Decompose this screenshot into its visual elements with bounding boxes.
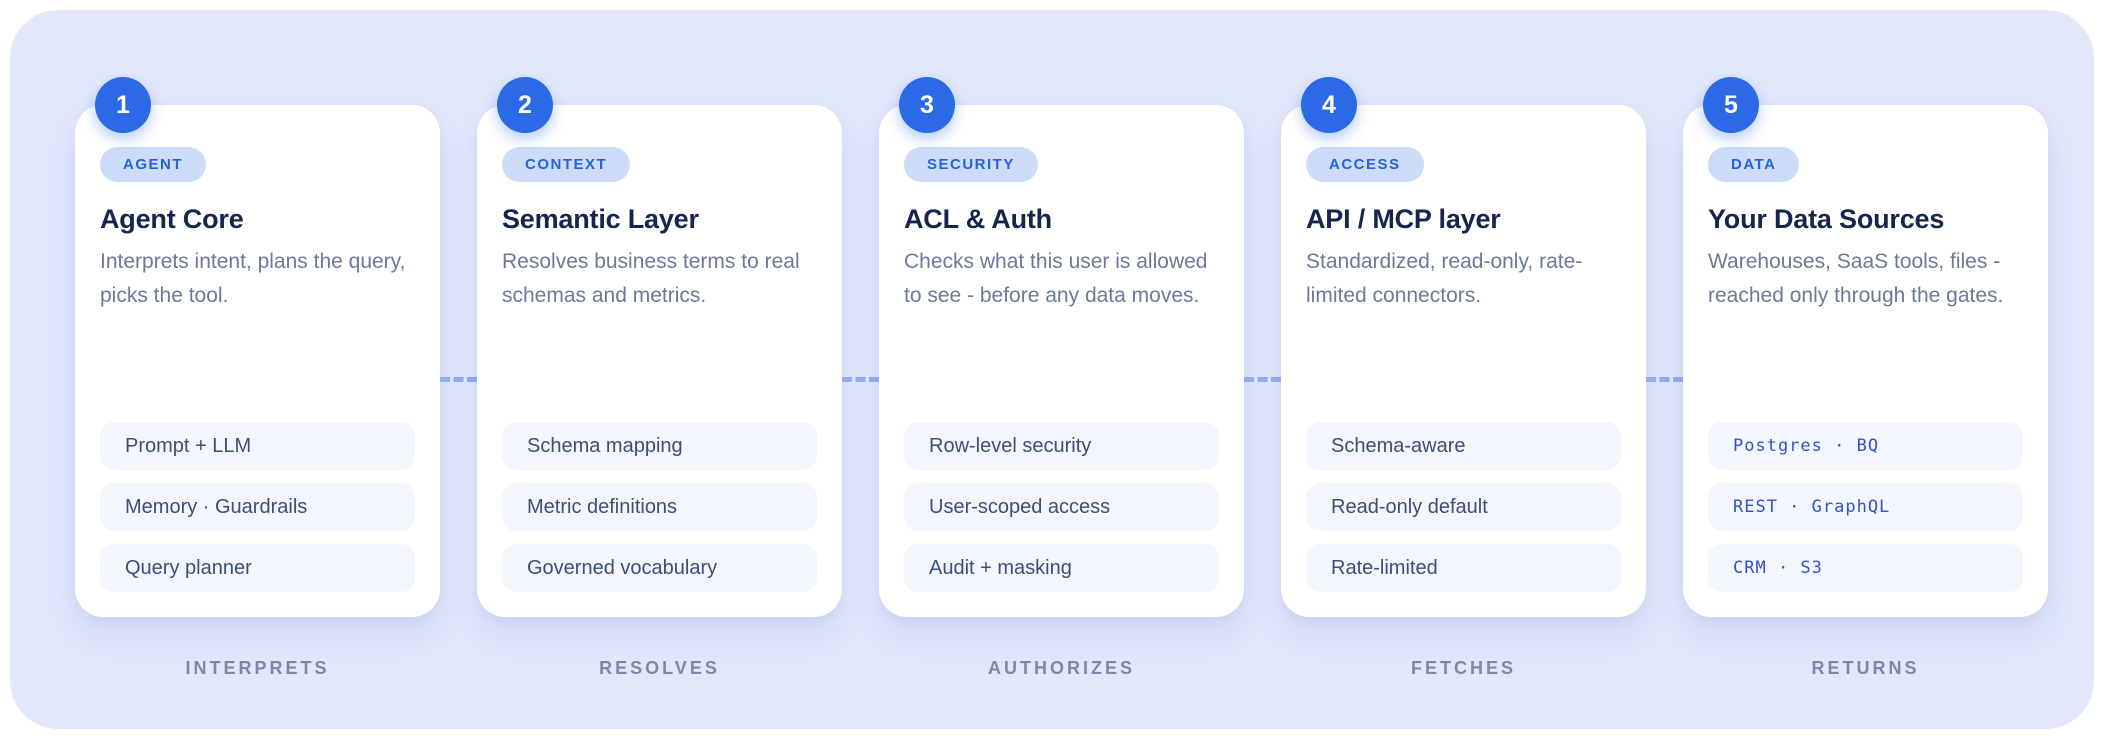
step-feature-list: Schema-aware Read-only default Rate-limi… bbox=[1306, 422, 1621, 592]
step-number: 3 bbox=[920, 90, 934, 119]
feature-chip: Rate-limited bbox=[1306, 544, 1621, 592]
step-category-pill: AGENT bbox=[100, 147, 206, 182]
step-title: Semantic Layer bbox=[502, 204, 699, 234]
step-description: Resolves business terms to real schemas … bbox=[502, 250, 800, 307]
step-number: 1 bbox=[116, 90, 130, 119]
step-number-badge: 4 bbox=[1301, 77, 1357, 133]
step-category-label: AGENT bbox=[123, 156, 183, 173]
feature-chip: Metric definitions bbox=[502, 483, 817, 531]
feature-chip: Governed vocabulary bbox=[502, 544, 817, 592]
flow-step: 1 AGENT Agent Core Interprets intent, pl… bbox=[75, 77, 477, 679]
step-category-label: DATA bbox=[1731, 156, 1777, 173]
feature-chip: Prompt + LLM bbox=[100, 422, 415, 470]
step-description: Checks what this user is allowed to see … bbox=[904, 250, 1208, 307]
step-action-label: FETCHES bbox=[1410, 658, 1516, 678]
feature-chip: CRM · S3 bbox=[1708, 544, 2023, 592]
step-action-label: AUTHORIZES bbox=[988, 658, 1135, 678]
step-card: 4 ACCESS API / MCP layer Standardized, r… bbox=[1281, 77, 1683, 617]
step-title: API / MCP layer bbox=[1306, 204, 1501, 234]
step-feature-list: Postgres · BQ REST · GraphQL CRM · S3 bbox=[1708, 422, 2023, 592]
step-number-badge: 5 bbox=[1703, 77, 1759, 133]
step-action-label: RETURNS bbox=[1811, 658, 1920, 678]
step-feature-list: Row-level security User-scoped access Au… bbox=[904, 422, 1219, 592]
step-action-label: INTERPRETS bbox=[185, 658, 330, 678]
step-number-badge: 2 bbox=[497, 77, 553, 133]
dashed-flow-connector bbox=[1646, 377, 1683, 382]
feature-chip: Row-level security bbox=[904, 422, 1219, 470]
step-number: 5 bbox=[1724, 90, 1738, 119]
flow-step: 2 CONTEXT Semantic Layer Resolves busine… bbox=[477, 77, 879, 679]
step-description: Warehouses, SaaS tools, files - reached … bbox=[1708, 250, 2004, 307]
flow-step: 5 DATA Your Data Sources Warehouses, Saa… bbox=[1683, 77, 2048, 679]
feature-chip: Memory · Guardrails bbox=[100, 483, 415, 531]
feature-chip: Schema-aware bbox=[1306, 422, 1621, 470]
feature-chip: User-scoped access bbox=[904, 483, 1219, 531]
step-category-label: CONTEXT bbox=[525, 156, 608, 173]
flow-step: 3 SECURITY ACL & Auth Checks what this u… bbox=[879, 77, 1281, 679]
feature-chip: Query planner bbox=[100, 544, 415, 592]
feature-chip: Postgres · BQ bbox=[1708, 422, 2023, 470]
step-description: Standardized, read-only, rate-limited co… bbox=[1306, 250, 1583, 307]
step-category-label: SECURITY bbox=[927, 156, 1015, 173]
step-number-badge: 3 bbox=[899, 77, 955, 133]
step-description: Interprets intent, plans the query, pick… bbox=[100, 250, 406, 307]
step-title: ACL & Auth bbox=[904, 204, 1052, 234]
step-category-pill: SECURITY bbox=[904, 147, 1038, 182]
step-feature-list: Prompt + LLM Memory · Guardrails Query p… bbox=[100, 422, 415, 592]
dashed-flow-connector bbox=[842, 377, 879, 382]
step-card: 1 AGENT Agent Core Interprets intent, pl… bbox=[75, 77, 477, 617]
step-category-pill: ACCESS bbox=[1306, 147, 1424, 182]
pipeline-flow: 1 AGENT Agent Core Interprets intent, pl… bbox=[75, 77, 2048, 679]
flow-step: 4 ACCESS API / MCP layer Standardized, r… bbox=[1281, 77, 1683, 679]
feature-chip: REST · GraphQL bbox=[1708, 483, 2023, 531]
feature-chip: Audit + masking bbox=[904, 544, 1219, 592]
step-category-label: ACCESS bbox=[1329, 156, 1401, 173]
step-card: 5 DATA Your Data Sources Warehouses, Saa… bbox=[1683, 77, 2048, 617]
step-number: 4 bbox=[1322, 90, 1336, 119]
step-title: Your Data Sources bbox=[1708, 204, 1945, 234]
feature-chip: Read-only default bbox=[1306, 483, 1621, 531]
dashed-flow-connector bbox=[1244, 377, 1281, 382]
step-category-pill: DATA bbox=[1708, 147, 1800, 182]
feature-chip: Schema mapping bbox=[502, 422, 817, 470]
step-number: 2 bbox=[518, 90, 532, 119]
step-card: 2 CONTEXT Semantic Layer Resolves busine… bbox=[477, 77, 879, 617]
diagram-canvas: 1 AGENT Agent Core Interprets intent, pl… bbox=[10, 10, 2094, 729]
step-feature-list: Schema mapping Metric definitions Govern… bbox=[502, 422, 817, 592]
step-category-pill: CONTEXT bbox=[502, 147, 631, 182]
step-card: 3 SECURITY ACL & Auth Checks what this u… bbox=[879, 77, 1281, 617]
step-title: Agent Core bbox=[100, 204, 244, 234]
step-number-badge: 1 bbox=[95, 77, 151, 133]
step-action-label: RESOLVES bbox=[599, 658, 720, 678]
dashed-flow-connector bbox=[440, 377, 477, 382]
